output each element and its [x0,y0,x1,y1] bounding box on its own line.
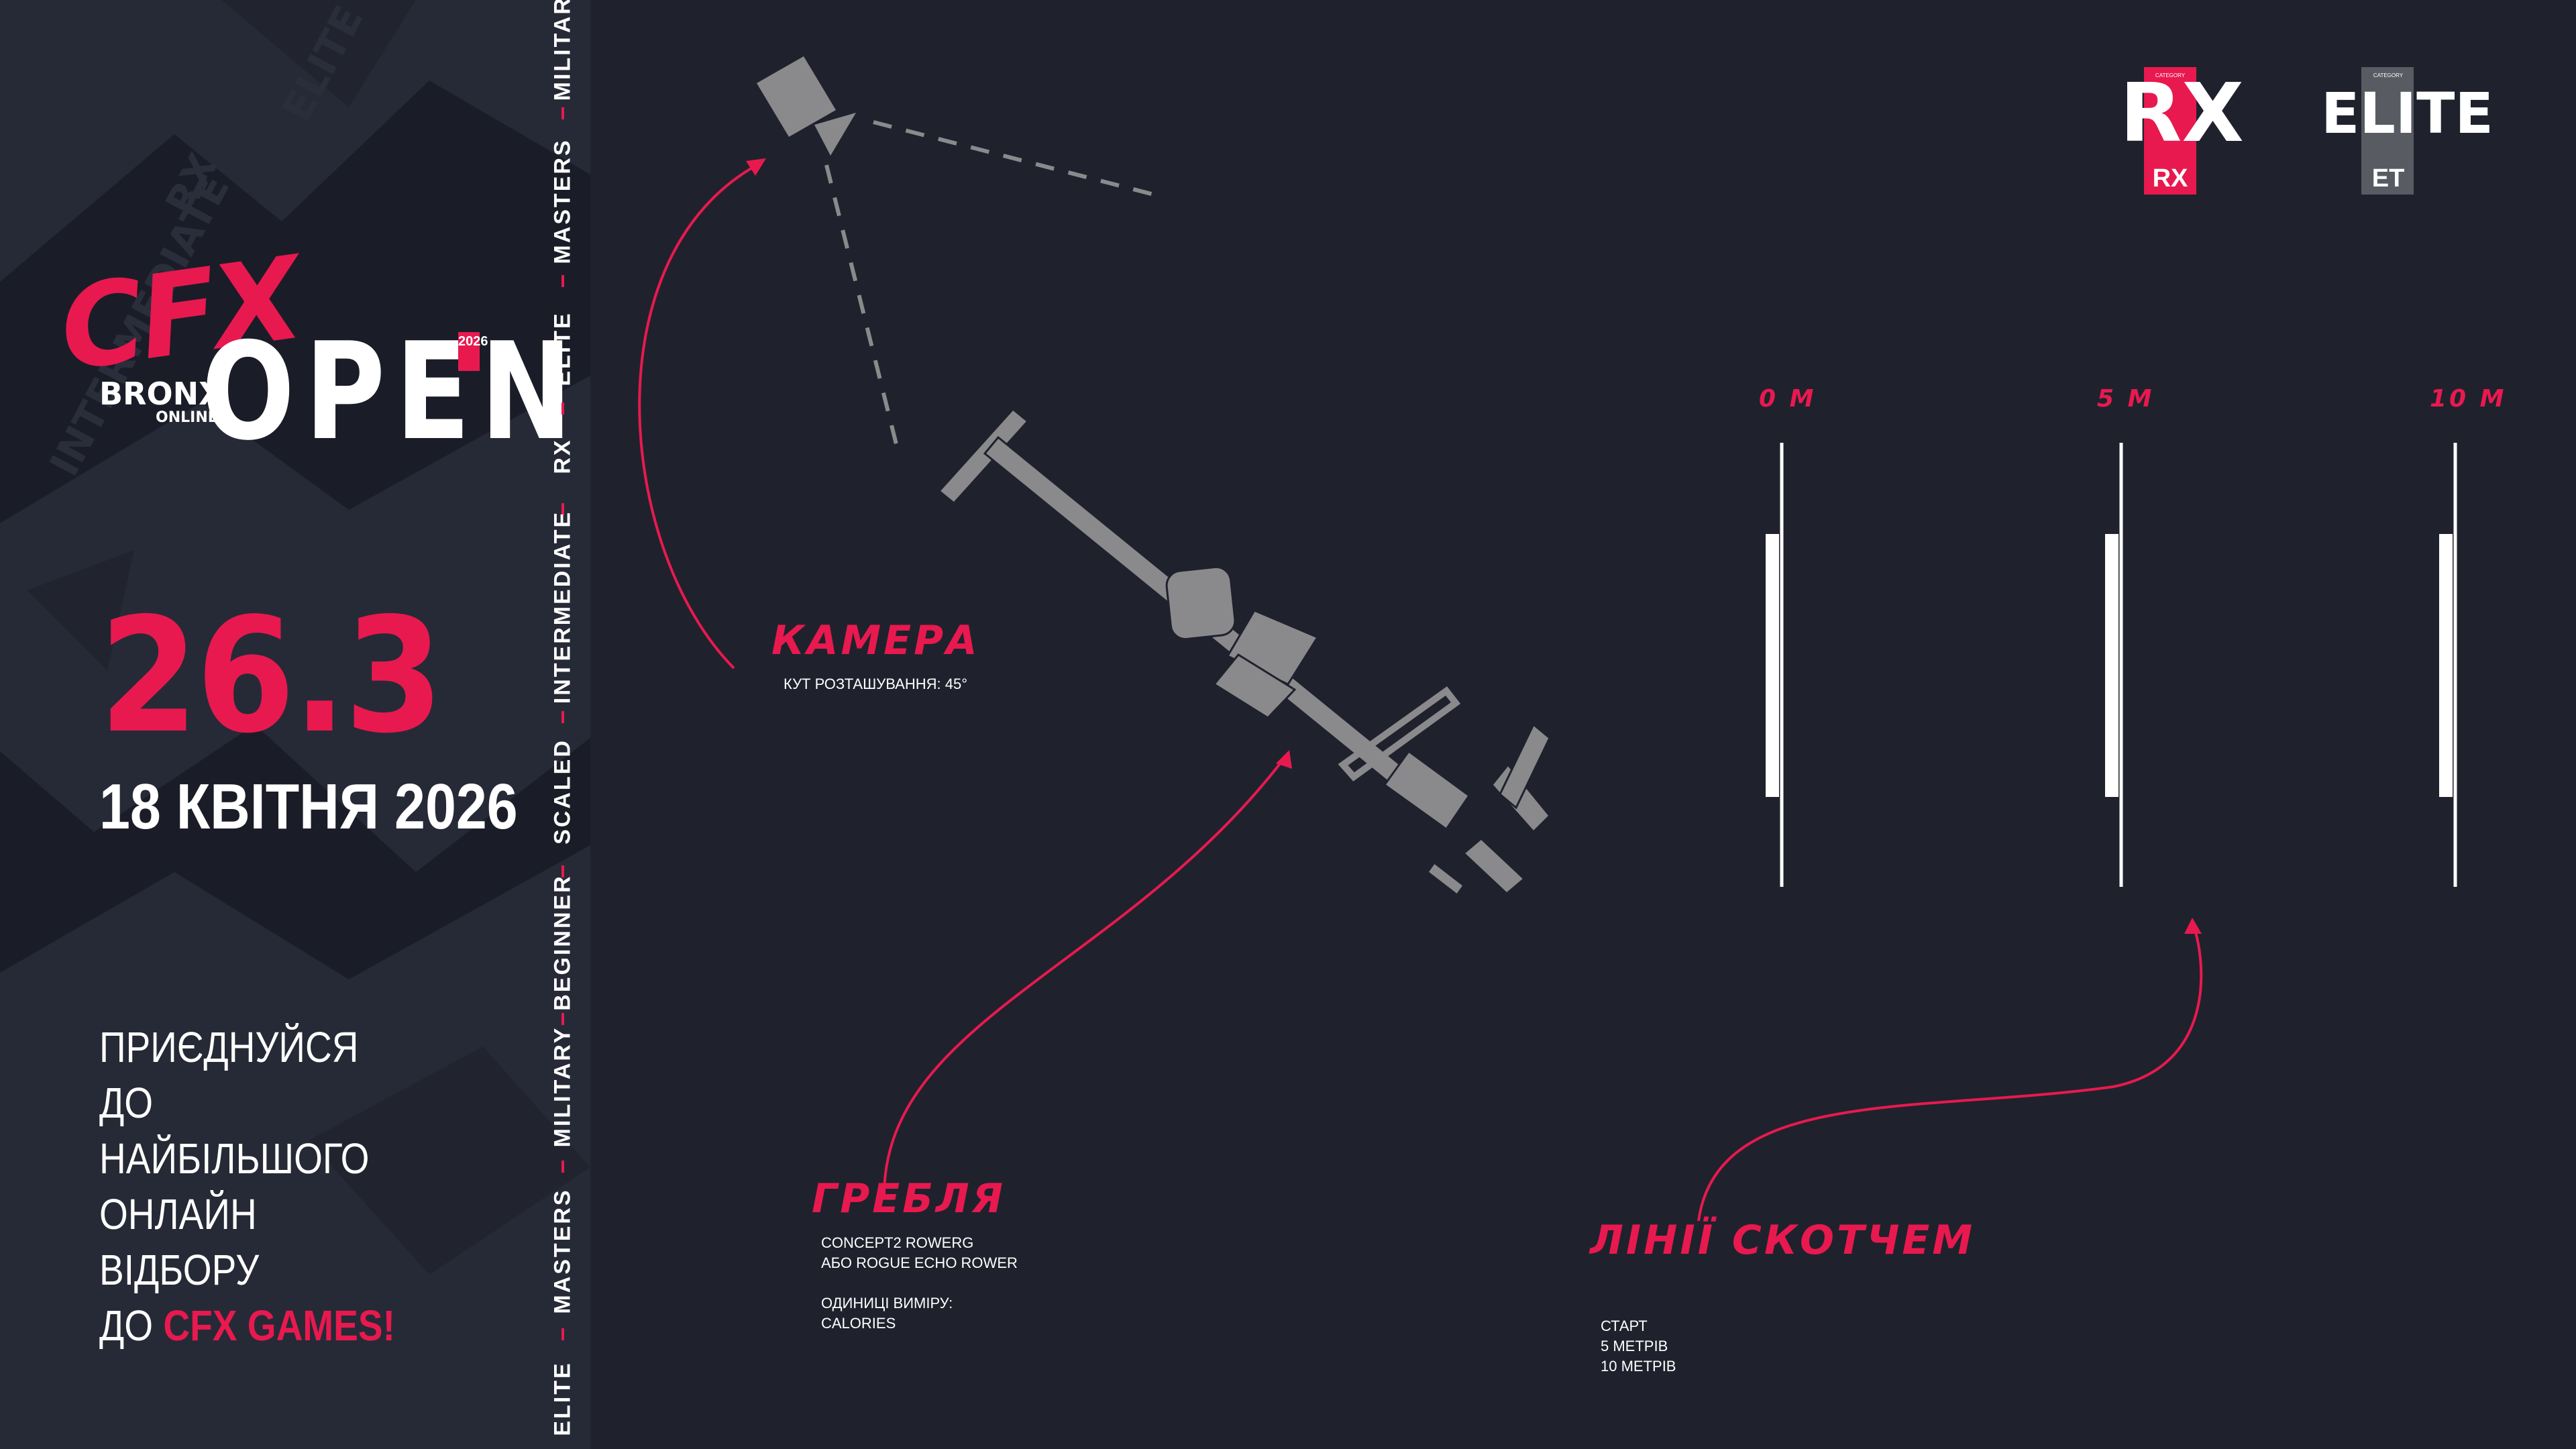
category-separator [561,107,564,119]
rower-arrow [883,755,1287,1195]
rower-icon [937,407,1552,897]
tape-line-10m [2439,443,2457,887]
camera-note: КУТ РОЗТАШУВАННЯ: 45° [784,676,967,692]
logo-online: ONLINE [156,409,218,426]
promo-line: ОНЛАЙН ВІДБОРУ [99,1190,260,1294]
category-separator [561,275,564,287]
tape-arrow [1697,925,2203,1222]
event-date: 18 КВІТНЯ 2026 [99,771,518,843]
logo-open: OPEN [201,314,582,470]
category-separator [561,503,564,515]
badge-caption: CATEGORY [2373,72,2404,78]
category-separator [561,1328,564,1340]
distance-label-10m: 10 М [2430,385,2507,413]
tape-line-5m [2105,443,2123,887]
elite-category-badge: CATEGORY ELITE ET [2321,67,2493,201]
category-separator [561,865,564,877]
elite-badge-tag [2361,67,2414,195]
logo-bronx: BRONX [99,376,223,412]
category-separator [561,711,564,723]
badge-code: ET [2371,164,2405,193]
camera-icon [757,56,856,156]
badge-title: RX [2120,67,2244,160]
rower-label: ГРЕБЛЯ [812,1175,1006,1222]
category-separator [561,1161,564,1173]
badge-title: ELITE [2321,80,2493,146]
category-separator [561,402,564,415]
arrow-head-icon [1276,750,1292,769]
badge-code: RX [2152,164,2188,193]
rx-badge-tag [2144,67,2196,195]
badge-caption: CATEGORY [2155,72,2186,78]
tape-label: ЛІНІЇ СКОТЧЕМ [1590,1217,1976,1264]
tape-line-start [1766,443,1784,887]
promo-line: ПРИЄДНУЙСЯ ДО [99,1023,359,1127]
rx-category-badge: CATEGORY RX RX [2120,67,2244,201]
arrow-head-icon [746,158,766,176]
camera-arrow [638,162,760,669]
promo-line: ДО CFX GAMES! [99,1301,395,1350]
camera-view-line [873,120,1155,197]
category-strip: MILITARY MASTERS ELITE RX INTERMEDIATE S… [539,0,586,1449]
arrow-head-icon [2184,918,2202,934]
rower-note: CONCEPT2 ROWERG АБО ROGUE ECHO ROWER ОДИ… [821,1234,1018,1332]
promo-text: ПРИЄДНУЙСЯ ДО НАЙБІЛЬШОГО ОНЛАЙН ВІДБОРУ… [99,1020,423,1354]
promo-accent: CFX GAMES! [163,1301,395,1350]
left-panel: INTERMEDIATE RX ELITE CFX BRONX ONLINE O… [0,0,590,1449]
category-separator [561,1013,564,1025]
tape-note: СТАРТ 5 МЕТРІВ 10 МЕТРІВ [1601,1318,1676,1375]
background-pattern [0,0,590,1449]
distance-label-5m: 5 М [2097,385,2155,413]
promo-line: НАЙБІЛЬШОГО [99,1134,370,1183]
event-number: 26.3 [99,584,443,768]
distance-label-0m: 0 М [1759,385,1817,413]
camera-view-line [824,164,900,450]
logo-year: 2026 [458,332,488,371]
camera-label: КАМЕРА [771,617,980,664]
